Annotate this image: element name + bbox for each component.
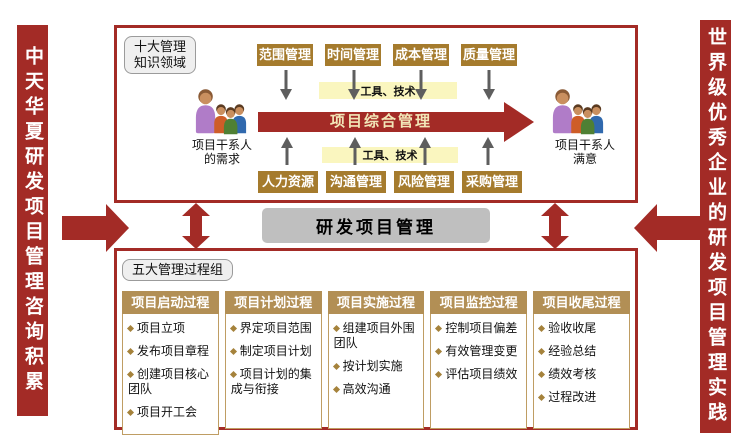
diamond-bullet-icon bbox=[126, 324, 135, 333]
column-planning-body: 界定项目范围 制定项目计划 项目计划的集成与衔接 bbox=[224, 314, 322, 429]
process-groups-label: 五大管理过程组 bbox=[122, 259, 234, 281]
down-arrow-icon bbox=[483, 70, 495, 100]
integration-arrow-label: 项目综合管理 bbox=[329, 113, 432, 130]
stakeholder-satisfaction-line1: 项目干系人 bbox=[555, 138, 616, 152]
list-item: 按计划实施 bbox=[332, 359, 421, 374]
box-cost-mgmt: 成本管理 bbox=[393, 44, 449, 66]
down-arrow-icon bbox=[280, 70, 292, 100]
up-arrow-icon bbox=[419, 137, 431, 165]
box-hr: 人力资源 bbox=[258, 171, 318, 193]
column-closing: 项目收尾过程 验收收尾 经验总结 绩效考核 过程改进 bbox=[533, 291, 630, 435]
diamond-bullet-icon bbox=[126, 408, 135, 417]
diamond-bullet-icon bbox=[435, 347, 443, 356]
tools-band-bottom: 工具、技术 bbox=[322, 147, 458, 163]
column-monitoring: 项目监控过程 控制项目偏差 有效管理变更 评估项目绩效 bbox=[430, 291, 528, 435]
right-to-left-arrow-icon bbox=[634, 204, 701, 252]
diamond-bullet-icon bbox=[229, 370, 237, 379]
diamond-bullet-icon bbox=[538, 347, 546, 356]
center-title: 研发项目管理 bbox=[262, 208, 490, 243]
double-vertical-arrow-icon bbox=[541, 203, 569, 249]
list-item: 组建项目外围团队 bbox=[332, 321, 415, 350]
diamond-bullet-icon bbox=[538, 393, 546, 402]
column-planning-header: 项目计划过程 bbox=[224, 291, 322, 314]
diamond-bullet-icon bbox=[126, 370, 135, 379]
diamond-bullet-icon bbox=[538, 370, 546, 379]
process-columns: 项目启动过程 项目立项 发布项目章程 创建项目核心团队 项目开工会 项目计划过程… bbox=[122, 291, 630, 435]
people-group-icon bbox=[195, 89, 247, 135]
column-monitoring-body: 控制项目偏差 有效管理变更 评估项目绩效 bbox=[430, 314, 528, 429]
diamond-bullet-icon bbox=[229, 347, 237, 356]
diamond-bullet-icon bbox=[229, 324, 237, 333]
column-initiation-body: 项目立项 发布项目章程 创建项目核心团队 项目开工会 bbox=[122, 314, 219, 435]
box-scope-mgmt: 范围管理 bbox=[257, 44, 313, 66]
stakeholder-needs-line2: 的需求 bbox=[203, 152, 240, 166]
diamond-bullet-icon bbox=[332, 362, 340, 371]
list-item: 制定项目计划 bbox=[229, 344, 318, 359]
list-item: 绩效考核 bbox=[538, 367, 626, 382]
tools-band-top: 工具、技术 bbox=[319, 82, 457, 99]
list-item: 项目开工会 bbox=[126, 405, 215, 420]
process-groups-panel: 五大管理过程组 项目启动过程 项目立项 发布项目章程 创建项目核心团队 项目开工… bbox=[114, 248, 638, 435]
list-item: 高效沟通 bbox=[332, 382, 421, 397]
knowledge-areas-label-line2: 知识领域 bbox=[134, 55, 187, 70]
stakeholder-satisfaction-line2: 满意 bbox=[572, 152, 597, 166]
knowledge-areas-label: 十大管理 知识领域 bbox=[124, 36, 197, 74]
column-initiation: 项目启动过程 项目立项 发布项目章程 创建项目核心团队 项目开工会 bbox=[122, 291, 219, 435]
diamond-bullet-icon bbox=[538, 324, 546, 333]
list-item: 界定项目范围 bbox=[229, 321, 318, 336]
column-closing-body: 验收收尾 经验总结 绩效考核 过程改进 bbox=[533, 314, 630, 429]
diamond-bullet-icon bbox=[435, 370, 443, 379]
box-time-mgmt: 时间管理 bbox=[325, 44, 381, 66]
right-banner: 世界级优秀企业的研发项目管理实践 bbox=[700, 20, 731, 433]
diamond-bullet-icon bbox=[126, 347, 135, 356]
down-arrow-icon bbox=[348, 70, 360, 100]
box-communication-mgmt: 沟通管理 bbox=[326, 171, 386, 193]
list-item: 发布项目章程 bbox=[126, 344, 215, 359]
list-item: 验收收尾 bbox=[538, 321, 626, 336]
down-arrow-icon bbox=[415, 70, 427, 100]
knowledge-areas-label-line1: 十大管理 bbox=[134, 39, 187, 54]
up-arrow-icon bbox=[482, 137, 494, 165]
up-arrow-icon bbox=[349, 137, 361, 165]
stakeholder-satisfaction-caption: 项目干系人 满意 bbox=[555, 138, 615, 166]
list-item: 项目计划的集成与衔接 bbox=[229, 367, 312, 396]
column-planning: 项目计划过程 界定项目范围 制定项目计划 项目计划的集成与衔接 bbox=[224, 291, 322, 435]
column-execution-body: 组建项目外围团队 按计划实施 高效沟通 bbox=[327, 314, 425, 429]
left-banner: 中天华夏研发项目管理咨询积累 bbox=[17, 25, 48, 416]
list-item: 过程改进 bbox=[538, 390, 626, 405]
left-to-right-arrow-icon bbox=[62, 204, 129, 252]
people-group-icon bbox=[552, 89, 604, 135]
box-quality-mgmt: 质量管理 bbox=[461, 44, 517, 66]
knowledge-top-row: 范围管理 时间管理 成本管理 质量管理 bbox=[257, 44, 517, 66]
double-vertical-arrow-icon bbox=[182, 203, 210, 249]
diamond-bullet-icon bbox=[435, 324, 443, 333]
box-risk-mgmt: 风险管理 bbox=[394, 171, 454, 193]
column-execution-header: 项目实施过程 bbox=[327, 291, 425, 314]
stakeholder-needs-caption: 项目干系人 的需求 bbox=[192, 138, 252, 166]
column-monitoring-header: 项目监控过程 bbox=[430, 291, 528, 314]
knowledge-areas-panel: 十大管理 知识领域 范围管理 时间管理 成本管理 质量管理 工具、技术 项目综合… bbox=[114, 25, 638, 203]
column-execution: 项目实施过程 组建项目外围团队 按计划实施 高效沟通 bbox=[327, 291, 425, 435]
list-item: 项目立项 bbox=[126, 321, 215, 336]
up-arrow-icon bbox=[281, 137, 293, 165]
column-closing-header: 项目收尾过程 bbox=[533, 291, 630, 314]
list-item: 有效管理变更 bbox=[435, 344, 523, 359]
column-initiation-header: 项目启动过程 bbox=[122, 291, 219, 314]
list-item: 经验总结 bbox=[538, 344, 626, 359]
diamond-bullet-icon bbox=[332, 324, 340, 333]
diamond-bullet-icon bbox=[332, 385, 340, 394]
integration-arrow-icon bbox=[258, 102, 534, 142]
stakeholder-needs-line1: 项目干系人 bbox=[192, 138, 253, 152]
list-item: 控制项目偏差 bbox=[435, 321, 523, 336]
knowledge-bottom-row: 人力资源 沟通管理 风险管理 采购管理 bbox=[258, 171, 522, 193]
list-item: 创建项目核心团队 bbox=[126, 367, 210, 396]
list-item: 评估项目绩效 bbox=[435, 367, 523, 382]
box-procurement-mgmt: 采购管理 bbox=[462, 171, 522, 193]
